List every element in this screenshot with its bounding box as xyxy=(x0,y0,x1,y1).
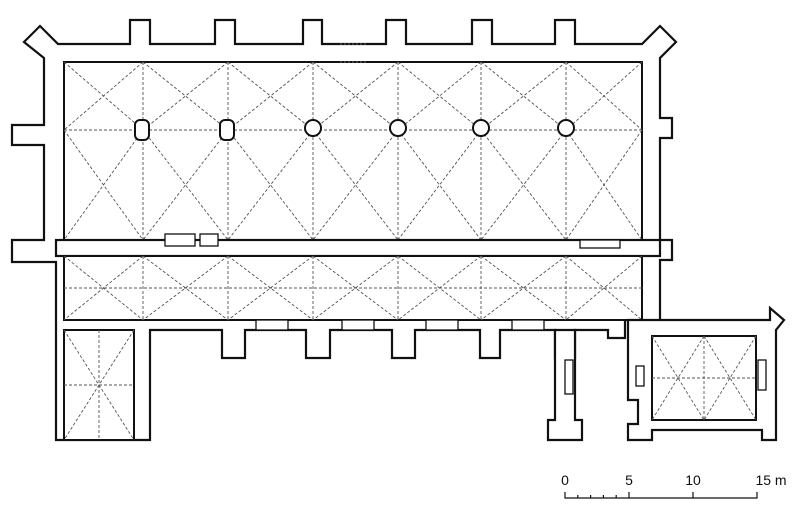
west-wing xyxy=(63,329,135,441)
scale-minor-ticks xyxy=(577,495,617,498)
south-passage xyxy=(546,328,584,442)
south-hall-vault-ribs xyxy=(63,255,643,321)
scale-label-10: 10 xyxy=(685,472,701,488)
south-wall-windows xyxy=(255,319,545,331)
north-hall xyxy=(63,43,643,241)
north-hall-vault-ribs xyxy=(63,61,643,241)
scale-label-15: 15 m xyxy=(755,472,786,488)
scale-bar: 0 5 10 15 m xyxy=(561,472,787,499)
dividing-wall xyxy=(54,233,662,258)
scale-label-5: 5 xyxy=(625,472,633,488)
north-hall-columns xyxy=(134,119,575,141)
south-hall xyxy=(63,255,643,331)
scale-label-0: 0 xyxy=(561,472,569,488)
east-annex xyxy=(626,305,786,442)
